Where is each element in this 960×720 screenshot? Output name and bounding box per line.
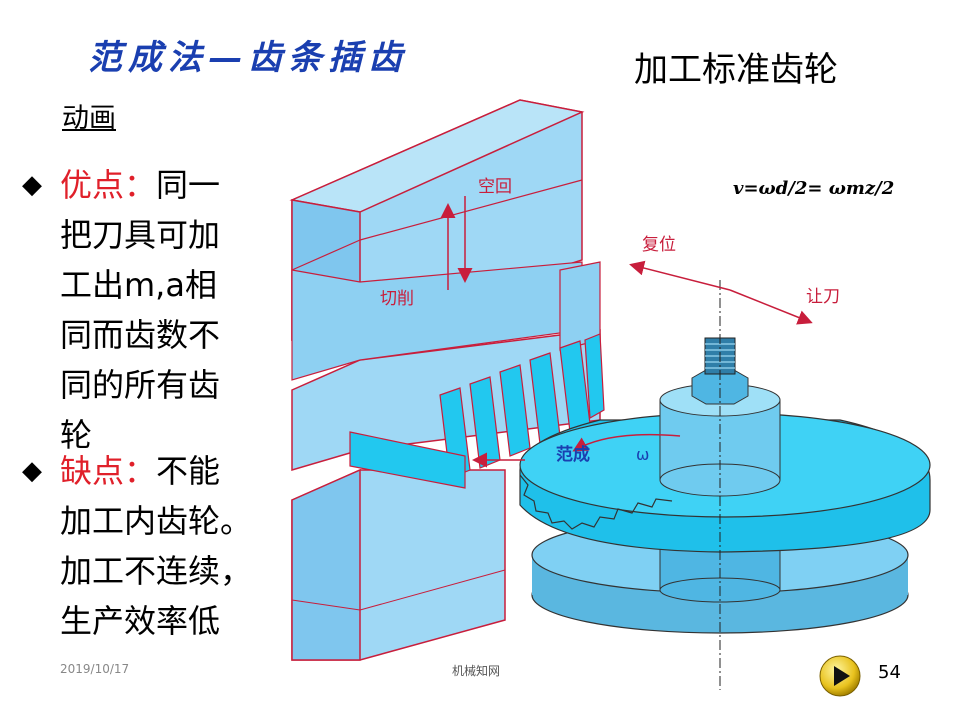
velocity-formula: v=ωd/2= ωmz/2 (733, 178, 894, 199)
label-cut: 切削 (380, 289, 414, 309)
advantages-text: 优点：同一 把刀具可加 工出m,a相 同而齿数不 同的所有齿 轮 (60, 160, 280, 460)
disadvantages-line: 不能 (156, 452, 221, 490)
nut-and-bolt (691, 337, 749, 405)
advantages-line: 同的所有齿 (60, 366, 221, 404)
label-retract: 让刀 (806, 287, 840, 307)
slide-subtitle: 加工标准齿轮 (634, 50, 838, 90)
advantages-line: 轮 (60, 416, 93, 454)
label-reset: 复位 (642, 235, 676, 255)
footer-source: 机械知网 (452, 664, 501, 678)
advantages-line: 同而齿数不 (60, 316, 221, 354)
disadvantages-label: 缺点： (60, 452, 157, 490)
slide-title: 范成法—齿条插齿 (88, 38, 408, 78)
reset-arrow (629, 260, 731, 291)
disadvantages-text: 缺点：不能 加工内齿轮。 加工不连续， 生产效率低 (60, 446, 290, 646)
rack-support-bar (349, 431, 466, 489)
rotation-arrow (572, 433, 681, 452)
bullet-advantages: ◆ (22, 170, 42, 200)
retract-arrow (729, 289, 813, 325)
bullet-disadvantages: ◆ (22, 456, 42, 486)
label-generate: 范成 (556, 444, 590, 465)
play-button[interactable] (818, 654, 862, 698)
advantages-line: 同一 (156, 166, 221, 204)
disadvantages-line: 加工不连续， (60, 552, 253, 590)
label-return: 空回 (478, 177, 512, 197)
advantages-label: 优点： (60, 166, 157, 204)
animation-link[interactable]: 动画 (62, 103, 116, 134)
rack-cutter-block (289, 99, 601, 381)
disadvantages-line: 加工内齿轮。 (60, 502, 253, 540)
play-icon (834, 666, 850, 686)
advantages-line: 把刀具可加 (60, 216, 221, 254)
page-number: 54 (878, 662, 901, 683)
advantages-line: 工出m,a相 (60, 266, 217, 304)
label-omega: ω (636, 445, 649, 464)
footer-date: 2019/10/17 (60, 662, 130, 676)
disadvantages-line: 生产效率低 (60, 602, 221, 640)
rack-teeth (439, 333, 605, 479)
